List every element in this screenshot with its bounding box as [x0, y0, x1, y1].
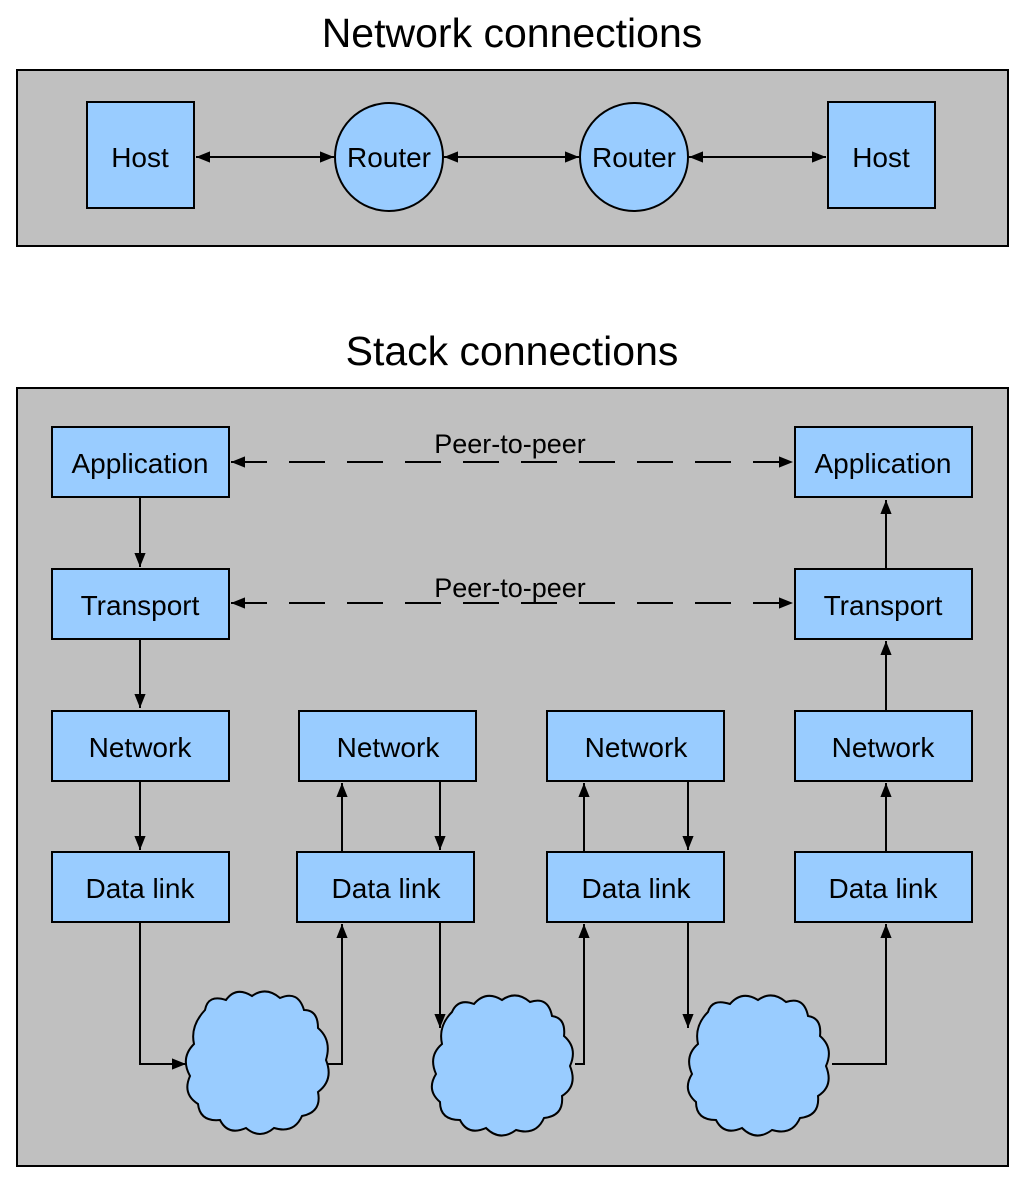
- layer-label: Application: [815, 448, 952, 479]
- right-application-box: Application: [794, 426, 973, 498]
- host-label: Host: [852, 142, 910, 173]
- router-label: Router: [592, 142, 676, 173]
- layer-label: Network: [337, 732, 441, 763]
- link-datalink-to-medium-1: [139, 922, 186, 1070]
- right-network-box: Network: [794, 710, 973, 782]
- host-node-left: Host: [86, 101, 195, 209]
- router1-datalink-box: Data link: [296, 851, 475, 923]
- network-connections-title: Network connections: [322, 10, 703, 56]
- router-node-left: Router: [334, 102, 444, 212]
- router-label: Router: [347, 142, 431, 173]
- peer-to-peer-label: Peer-to-peer: [434, 573, 586, 603]
- stack-connections-title: Stack connections: [346, 328, 679, 374]
- layer-label: Data link: [829, 873, 939, 904]
- layer-label: Transport: [81, 590, 200, 621]
- left-datalink-box: Data link: [51, 851, 230, 923]
- link-medium-2-to-datalink: [575, 924, 590, 1065]
- layer-label: Data link: [582, 873, 692, 904]
- layer-label: Data link: [332, 873, 442, 904]
- layer-label: Network: [89, 732, 193, 763]
- cloud-icon: [686, 994, 830, 1137]
- left-network-box: Network: [51, 710, 230, 782]
- layer-label: Data link: [86, 873, 196, 904]
- link-medium-1-to-datalink: [328, 924, 348, 1065]
- right-datalink-box: Data link: [794, 851, 973, 923]
- router-node-right: Router: [579, 102, 689, 212]
- right-transport-box: Transport: [794, 568, 973, 640]
- layer-label: Application: [72, 448, 209, 479]
- left-transport-box: Transport: [51, 568, 230, 640]
- layer-label: Network: [585, 732, 689, 763]
- layer-label: Network: [832, 732, 936, 763]
- peer-to-peer-label: Peer-to-peer: [434, 429, 586, 459]
- router2-datalink-box: Data link: [546, 851, 725, 923]
- host-label: Host: [111, 142, 169, 173]
- router2-network-box: Network: [546, 710, 725, 782]
- left-application-box: Application: [51, 426, 230, 498]
- layer-label: Transport: [824, 590, 943, 621]
- cloud-icon: [430, 994, 574, 1137]
- router1-network-box: Network: [298, 710, 477, 782]
- link-medium-3-to-datalink: [832, 924, 892, 1065]
- host-node-right: Host: [827, 101, 936, 209]
- cloud-icon: [184, 990, 330, 1135]
